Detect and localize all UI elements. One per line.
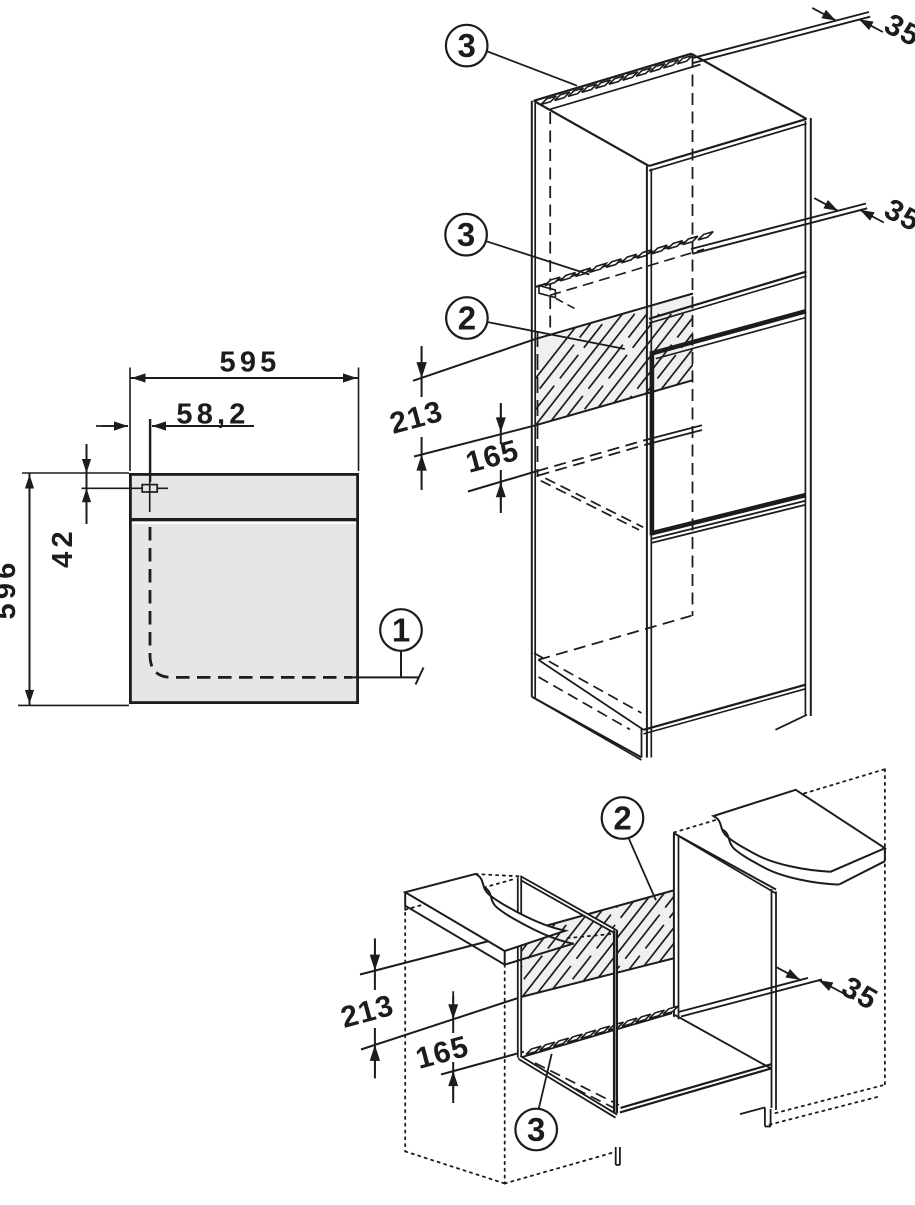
svg-text:58,2: 58,2 <box>176 399 249 431</box>
svg-text:3: 3 <box>527 1111 545 1148</box>
svg-text:2: 2 <box>613 800 631 837</box>
svg-text:3: 3 <box>457 216 475 253</box>
svg-text:42: 42 <box>47 527 79 568</box>
svg-text:3: 3 <box>458 27 476 64</box>
svg-text:595: 595 <box>220 347 281 379</box>
svg-text:596: 596 <box>0 559 22 620</box>
svg-text:2: 2 <box>458 300 476 337</box>
svg-text:1: 1 <box>392 612 410 649</box>
